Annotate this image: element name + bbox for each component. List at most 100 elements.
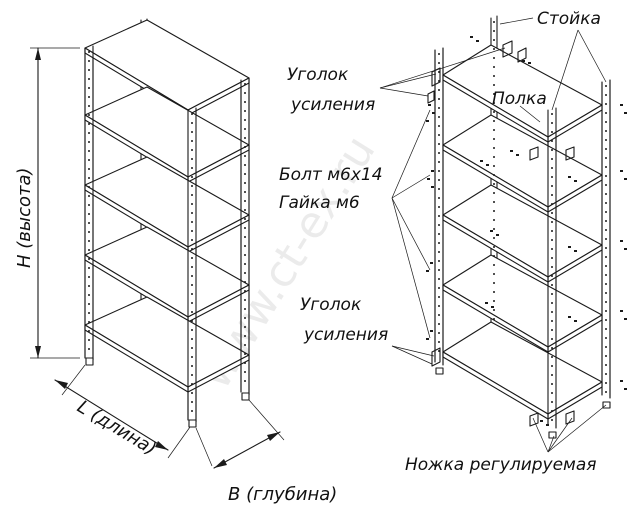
right-hole-3-293 [605, 292, 607, 294]
right-hole-0-198 [438, 197, 440, 199]
right-hole-0-162 [438, 161, 440, 163]
left-hole-2-192 [244, 191, 246, 193]
right-hole-2-222 [551, 221, 553, 223]
depth-label: B (глубина) [228, 484, 337, 505]
bolt-13 [426, 270, 429, 272]
left-hole-0-70 [88, 69, 90, 71]
corner-bracket-bottom-right [529, 410, 575, 427]
right-hole-0-270 [438, 269, 440, 271]
corner-top-label-line1: Уголок [287, 65, 349, 85]
bolt-11 [491, 306, 494, 308]
left-hole-0-313 [88, 312, 90, 314]
left-hole-2-255 [244, 254, 246, 256]
right-hole-2-357 [551, 356, 553, 358]
right-hole-0-54 [438, 53, 440, 55]
right-hole-0-117 [438, 116, 440, 118]
right-hole-0-252 [438, 251, 440, 253]
bolt-29 [624, 388, 627, 390]
right-hole-1-148 [493, 147, 495, 149]
right-hole-1-319 [493, 318, 495, 320]
left-hole-0-349 [88, 348, 90, 350]
right-hole-3-239 [605, 238, 607, 240]
right-hole-2-312 [551, 311, 553, 313]
right-hole-0-180 [438, 179, 440, 181]
right-hole-2-195 [551, 194, 553, 196]
left-hole-1-177 [191, 176, 193, 178]
left-hole-0-61 [88, 60, 90, 62]
right-hole-3-194 [605, 193, 607, 195]
right-hole-2-249 [551, 248, 553, 250]
left-hole-1-213 [191, 212, 193, 214]
left-perforation [88, 51, 246, 412]
left-hole-0-277 [88, 276, 90, 278]
right-hole-2-303 [551, 302, 553, 304]
exploded-rack [426, 15, 627, 439]
bolt-0 [428, 104, 431, 106]
right-hole-1-274 [493, 273, 495, 275]
right-hole-0-207 [438, 206, 440, 208]
right-hole-1-121 [493, 120, 495, 122]
left-hole-0-304 [88, 303, 90, 305]
right-hole-3-347 [605, 346, 607, 348]
left-hole-1-312 [191, 311, 193, 313]
left-hole-1-231 [191, 230, 193, 232]
bolt-19 [528, 62, 531, 64]
left-hole-0-250 [88, 249, 90, 251]
left-hole-0-241 [88, 240, 90, 242]
left-hole-1-150 [191, 149, 193, 151]
bolt-21 [624, 112, 627, 114]
left-hole-1-267 [191, 266, 193, 268]
right-hole-1-94 [493, 93, 495, 95]
left-hole-2-264 [244, 263, 246, 265]
exploded-feet [435, 367, 611, 439]
right-hole-0-288 [438, 287, 440, 289]
bolt-38 [470, 36, 473, 38]
right-hole-1-67 [493, 66, 495, 68]
right-hole-0-234 [438, 233, 440, 235]
right-hole-3-311 [605, 310, 607, 312]
right-hole-3-212 [605, 211, 607, 213]
right-hole-2-411 [551, 410, 553, 412]
right-hole-0-90 [438, 89, 440, 91]
left-hole-0-259 [88, 258, 90, 260]
right-hole-1-76 [493, 75, 495, 77]
bolt-17 [516, 154, 519, 156]
left-hole-1-402 [191, 401, 193, 403]
right-hole-0-153 [438, 152, 440, 154]
left-hole-1-375 [191, 374, 193, 376]
right-hole-0-279 [438, 278, 440, 280]
corner-bracket-top-back [502, 40, 527, 63]
bolt-35 [574, 320, 577, 322]
bolt-24 [620, 240, 623, 242]
right-hole-2-402 [551, 401, 553, 403]
bolt-18 [522, 60, 525, 62]
left-hole-1-168 [191, 167, 193, 169]
right-hole-2-375 [551, 374, 553, 376]
left-hole-2-336 [244, 335, 246, 337]
left-hole-0-322 [88, 321, 90, 323]
right-hole-0-306 [438, 305, 440, 307]
left-hole-1-222 [191, 221, 193, 223]
left-hole-2-102 [244, 101, 246, 103]
left-hole-2-129 [244, 128, 246, 130]
right-hole-3-383 [605, 382, 607, 384]
right-hole-1-229 [493, 228, 495, 230]
right-hole-3-113 [605, 112, 607, 114]
bolt-10 [485, 302, 488, 304]
right-hole-3-86 [605, 85, 607, 87]
right-hole-1-256 [493, 255, 495, 257]
left-hole-2-138 [244, 137, 246, 139]
bolt-14 [430, 330, 433, 332]
right-hole-2-294 [551, 293, 553, 295]
left-hole-0-214 [88, 213, 90, 215]
left-hole-2-246 [244, 245, 246, 247]
left-hole-2-210 [244, 209, 246, 211]
right-hole-3-149 [605, 148, 607, 150]
right-hole-1-310 [493, 309, 495, 311]
right-hole-3-266 [605, 265, 607, 267]
left-hole-2-300 [244, 299, 246, 301]
bolt-16 [510, 150, 513, 152]
corner-top-label-line2: усиления [290, 95, 375, 115]
left-hole-2-282 [244, 281, 246, 283]
